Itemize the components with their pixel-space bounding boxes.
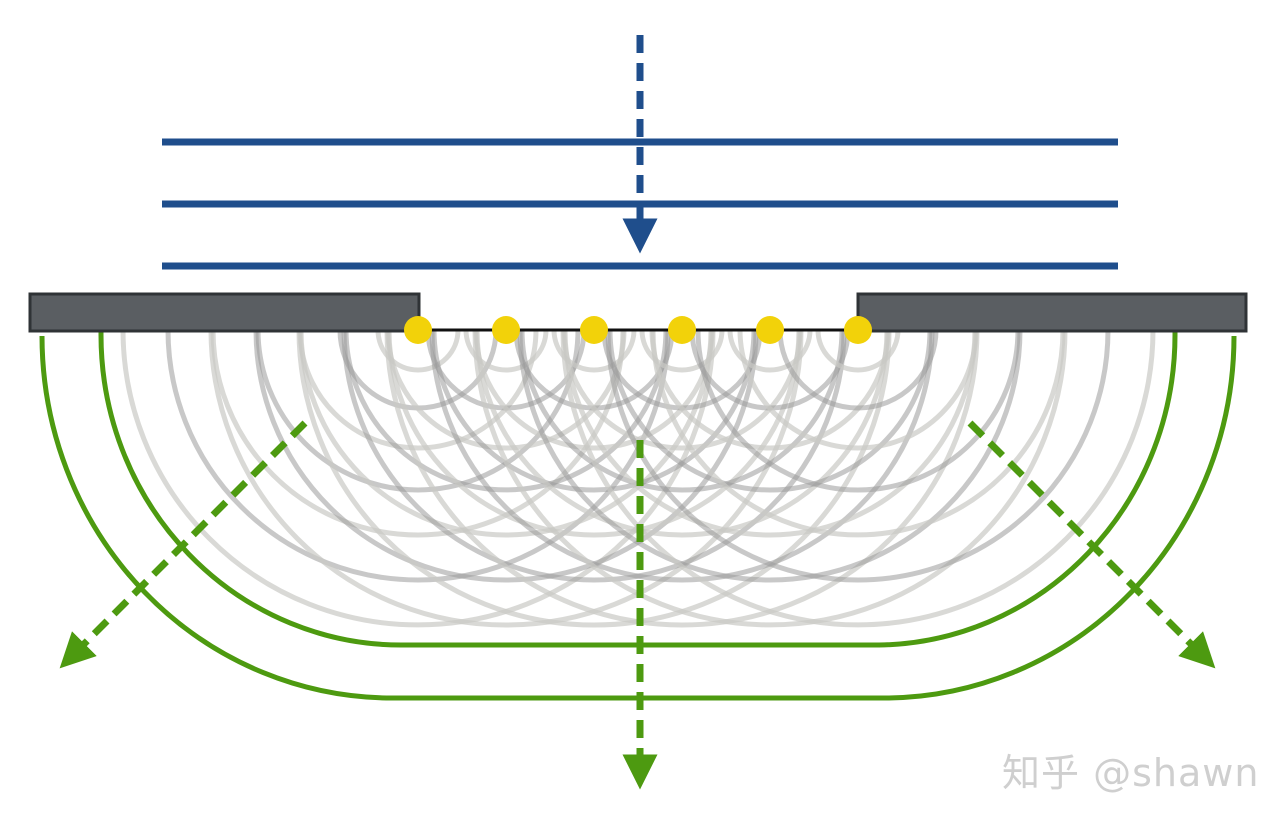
huygens-wavelets bbox=[120, 329, 1156, 628]
wavelet-arc bbox=[815, 329, 901, 373]
wavelet-arc bbox=[560, 329, 1156, 628]
secondary-source-point bbox=[492, 316, 520, 344]
wavelet-arc bbox=[120, 329, 716, 628]
wavelet-arc bbox=[649, 329, 891, 451]
wavelet-arc bbox=[562, 329, 978, 538]
diffraction-arrow-left bbox=[59, 420, 308, 669]
wavelet-arc bbox=[519, 329, 845, 493]
wavelet-arc bbox=[296, 329, 892, 628]
wavelet-arc bbox=[650, 329, 1066, 538]
wavelet-arc bbox=[375, 329, 461, 373]
watermark: 知乎 @shawn bbox=[1002, 751, 1260, 795]
secondary-source-point bbox=[668, 316, 696, 344]
wavelet-arc bbox=[472, 329, 1068, 628]
wavelet-arc bbox=[463, 329, 549, 373]
wavelet-arc bbox=[385, 329, 627, 451]
barrier-left bbox=[28, 292, 421, 333]
wavelet-arc bbox=[210, 329, 626, 538]
secondary-source-point bbox=[756, 316, 784, 344]
wavelet-arc bbox=[297, 329, 539, 451]
wavelet-arc bbox=[777, 329, 939, 411]
secondary-sources bbox=[404, 316, 872, 344]
wavelet-arc bbox=[208, 329, 804, 628]
wavelet-arc bbox=[551, 329, 637, 373]
wavelet-arc bbox=[561, 329, 803, 451]
wavelet-arc bbox=[727, 329, 813, 373]
secondary-source-point bbox=[404, 316, 432, 344]
wavelet-arc bbox=[341, 329, 847, 583]
wavelet-arc bbox=[473, 329, 715, 451]
wavelet-arc bbox=[255, 329, 581, 493]
wavelet-arc bbox=[384, 329, 980, 628]
wavelet-arc bbox=[386, 329, 802, 538]
barrier-right bbox=[856, 292, 1248, 333]
diffraction-arrow-right bbox=[967, 420, 1216, 669]
wavelet-arc bbox=[343, 329, 669, 493]
wavelet-arc bbox=[429, 329, 935, 583]
wavelet-arc bbox=[431, 329, 757, 493]
wavelet-arc bbox=[607, 329, 933, 493]
secondary-source-point bbox=[844, 316, 872, 344]
wavelet-arc bbox=[639, 329, 725, 373]
wavelet-arc bbox=[298, 329, 714, 538]
diffracted-wavefront-inner bbox=[98, 330, 1178, 648]
wavelet-arc bbox=[695, 329, 1021, 493]
secondary-source-point bbox=[580, 316, 608, 344]
wavelet-arc bbox=[474, 329, 890, 538]
wavelet-arc bbox=[737, 329, 979, 451]
